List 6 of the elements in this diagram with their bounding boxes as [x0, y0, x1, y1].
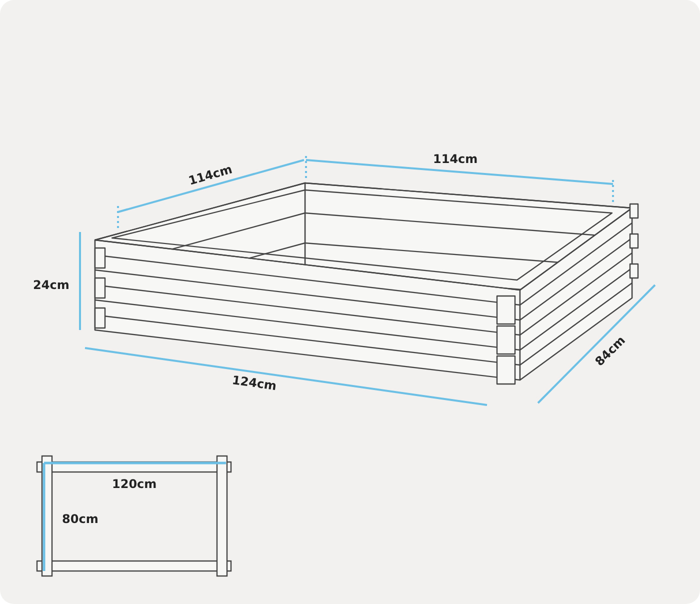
dimension-label: 80cm: [62, 512, 98, 526]
dimension-label: 24cm: [33, 278, 70, 292]
dimension-label: 124cm: [231, 372, 278, 394]
dimension-label: 114cm: [433, 152, 478, 166]
dimension-label: 114cm: [186, 162, 234, 188]
dimension-label: 120cm: [112, 477, 157, 491]
